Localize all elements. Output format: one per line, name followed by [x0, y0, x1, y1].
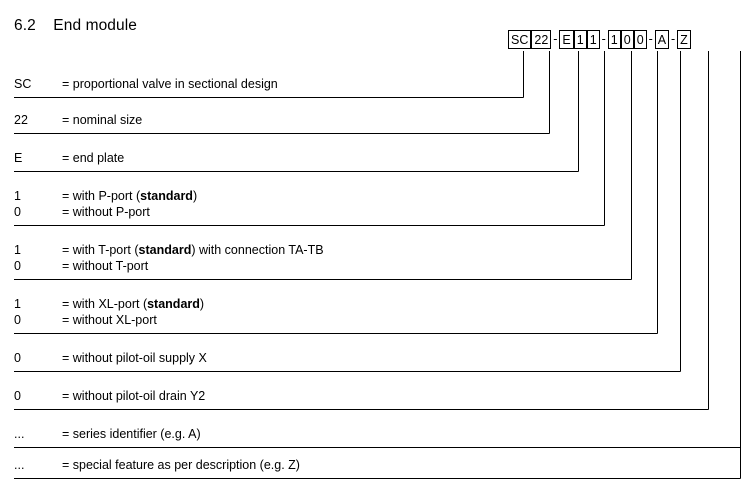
legend-code-value: E	[14, 151, 23, 165]
legend-row: 1 = with P-port (standard) 0 = without P-po…	[14, 188, 197, 220]
legend-code-value: 1	[14, 189, 21, 203]
legend-line: 0 = without T-port	[14, 258, 324, 274]
legend-description: = end plate	[62, 150, 124, 166]
legend-row: 1 = with T-port (standard) with connectio…	[14, 242, 324, 274]
legend-description-text: = without XL-port	[62, 313, 157, 327]
legend-code-value: 0	[14, 351, 21, 365]
legend-code-value: 0	[14, 389, 21, 403]
legend-description: = with T-port (standard) with connection…	[62, 242, 324, 258]
legend-description-text: = with XL-port (	[62, 297, 148, 311]
legend-description: = without pilot-oil drain Y2	[62, 388, 205, 404]
legend-description-text: = without pilot-oil supply X	[62, 351, 207, 365]
legend-line: 0 = without XL-port	[14, 312, 204, 328]
legend-row: 1 = with XL-port (standard) 0 = without XL-…	[14, 296, 204, 328]
dash-separator-icon: -	[670, 32, 676, 46]
legend-description-text-tail: )	[192, 189, 198, 203]
legend-code-value: 1	[14, 243, 21, 257]
legend-description: = special feature as per description (e.…	[62, 457, 300, 473]
code-box-e-3: E	[559, 30, 574, 49]
legend-description-text: = with T-port (	[62, 243, 139, 257]
legend-description: = with XL-port (standard)	[62, 296, 204, 312]
legend-line: 1 = with T-port (standard) with connectio…	[14, 242, 324, 258]
legend-description: = with P-port (standard)	[62, 188, 197, 204]
legend-description: = series identifier (e.g. A)	[62, 426, 201, 442]
code-box-0-8: 0	[620, 30, 634, 49]
legend-row: 0 = without pilot-oil supply X	[14, 350, 207, 366]
legend-line: 1 = with P-port (standard)	[14, 188, 197, 204]
legend-line: 0 = without pilot-oil supply X	[14, 350, 207, 366]
section-number: 6.2	[14, 17, 36, 35]
section-title: End module	[53, 17, 138, 35]
legend-description-text-tail: ) with connection TA-TB	[191, 243, 324, 257]
dash-separator-icon: -	[648, 32, 653, 46]
legend-line: ... = special feature as per description …	[14, 457, 300, 473]
legend-line: 1 = with XL-port (standard)	[14, 296, 204, 312]
legend-row: ... = special feature as per description …	[14, 457, 300, 473]
legend-description: = without XL-port	[62, 312, 157, 328]
legend-row: SC = proportional valve in sectional desi…	[14, 76, 278, 92]
legend-description-text: = without T-port	[62, 259, 149, 273]
code-box-1-4: 1	[573, 30, 587, 49]
dash-separator-icon: -	[601, 32, 606, 46]
legend-description: = without pilot-oil supply X	[62, 350, 207, 366]
legend-description: = proportional valve in sectional design	[62, 76, 278, 92]
legend-description-text: = series identifier (e.g. A)	[62, 427, 201, 441]
legend-row: 0 = without pilot-oil drain Y2	[14, 388, 205, 404]
legend-row: ... = series identifier (e.g. A)	[14, 426, 201, 442]
legend-line: 0 = without pilot-oil drain Y2	[14, 388, 205, 404]
legend-description: = without T-port	[62, 258, 148, 274]
legend-description-emphasis: standard	[140, 189, 193, 203]
legend-description: = without P-port	[62, 204, 150, 220]
page-title: 6.2 End module	[14, 17, 137, 35]
legend-row: 22 = nominal size	[14, 112, 142, 128]
code-box-1-5: 1	[586, 30, 600, 49]
legend-description-text: = proportional valve in sectional design	[62, 77, 278, 91]
legend-line: SC = proportional valve in sectional desi…	[14, 76, 278, 92]
legend-line: ... = series identifier (e.g. A)	[14, 426, 201, 442]
legend-line: 22 = nominal size	[14, 112, 142, 128]
code-box-22-1: 22	[531, 30, 552, 49]
legend-description-text: = nominal size	[62, 113, 143, 127]
code-box-a-11: A	[654, 30, 670, 49]
legend-description-text: = with P-port (	[62, 189, 141, 203]
legend-description-text: = without P-port	[62, 205, 150, 219]
legend-row: E = end plate	[14, 150, 124, 166]
legend-description-emphasis: standard	[147, 297, 200, 311]
legend-code-value: 22	[14, 113, 28, 127]
legend-description-text-tail: )	[199, 297, 205, 311]
legend-description-text: = special feature as per description (e.…	[62, 458, 300, 472]
legend-code-value: ...	[14, 458, 25, 472]
legend-code-value: 0	[14, 313, 21, 327]
code-box-sc-0: SC	[508, 30, 532, 49]
legend-code-value: 1	[14, 297, 21, 311]
code-box-z-13: Z	[677, 30, 691, 49]
legend-code-value: 0	[14, 205, 21, 219]
legend-line: 0 = without P-port	[14, 204, 197, 220]
legend-code-value: ...	[14, 427, 25, 441]
legend-description-emphasis: standard	[138, 243, 192, 257]
code-box-1-7: 1	[607, 30, 621, 49]
dash-separator-icon: -	[553, 32, 558, 46]
legend-description-text: = end plate	[62, 151, 125, 165]
legend-code-value: SC	[14, 77, 32, 91]
legend-code-value: 0	[14, 259, 21, 273]
legend-description: = nominal size	[62, 112, 142, 128]
code-box-0-9: 0	[633, 30, 647, 49]
legend-line: E = end plate	[14, 150, 124, 166]
legend-description-text: = without pilot-oil drain Y2	[62, 389, 206, 403]
